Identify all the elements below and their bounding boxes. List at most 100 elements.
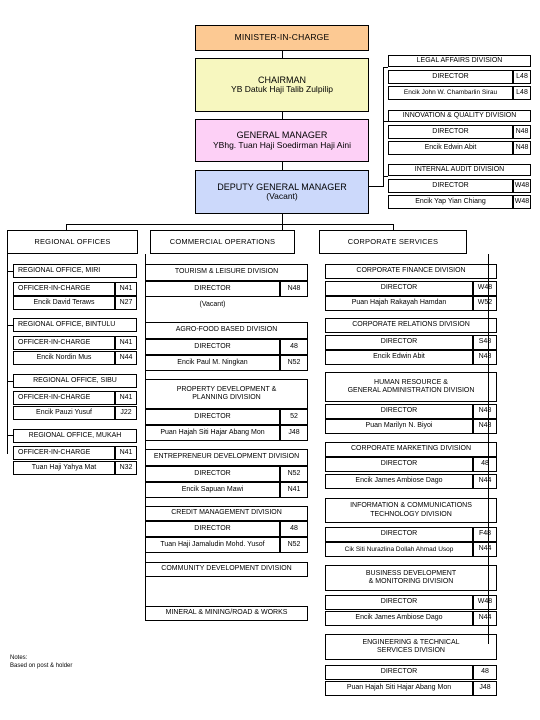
connector-line [383,176,388,177]
agro-director-grade2: N52 [280,355,308,371]
gm-name: YBhg. Tuan Haji Soedirman Haji Aini [213,139,351,150]
audit-name: Encik Yap Yian Chiang [388,195,513,209]
ict-director-role: DIRECTOR [325,527,473,542]
innovation-grade2: N48 [513,141,531,155]
hr-director-grade2: N48 [473,419,497,434]
credit-division-title: CREDIT MANAGEMENT DIVISION [145,506,308,521]
relations-division-title: CORPORATE RELATIONS DIVISION [325,318,497,333]
connector-line [66,224,393,225]
connector-line [383,67,384,187]
tourism-director-grade: N48 [280,281,308,297]
gm-box: GENERAL MANAGER YBhg. Tuan Haji Soedirma… [195,119,369,162]
regional-office-grade2: N27 [115,296,137,310]
regional-office-role: OFFICER-IN-CHARGE [13,282,115,296]
connector-line [7,271,13,272]
innovation-grade: N48 [513,125,531,139]
engineering-director-holder: Puan Hajah Siti Hajar Abang Mon [325,681,473,696]
finance-director-role: DIRECTOR [325,281,473,296]
connector-line [393,224,394,230]
connector-line [383,67,388,68]
relations-director-grade2: N48 [473,350,497,365]
chairman-box: CHAIRMAN YB Datuk Haji Talib Zulpilip [195,58,369,112]
relations-director-grade: S48 [473,335,497,350]
marketing-director-role: DIRECTOR [325,457,473,472]
tourism-director-holder: (Vacant) [199,300,226,308]
finance-division-title: CORPORATE FINANCE DIVISION [325,264,497,279]
regional-office-holder: Encik Nordin Mus [13,351,115,365]
entrepreneur-director-grade2: N41 [280,482,308,498]
legal-grade2: L48 [513,86,531,100]
ict-director-holder: Cik Siti Nurazlina Dollah Ahmad Usop [325,542,473,557]
property-division-title: PROPERTY DEVELOPMENT & PLANNING DIVISION [145,379,308,409]
legal-role: DIRECTOR [388,70,513,84]
connector-line [7,435,13,436]
finance-director-holder: Puan Hajah Rakayah Hamdan [325,296,473,311]
connector-line [7,325,13,326]
notes: Notes: Based on post & holder [10,654,72,671]
ict-director-grade2: N44 [473,542,497,557]
commercial-operations-header: COMMERCIAL OPERATIONS [150,230,295,254]
agro-director-holder: Encik Paul M. Ningkan [145,355,280,371]
engineering-director-grade2: J48 [473,681,497,696]
regional-office-grade2: J22 [115,406,137,420]
engineering-director-grade: 48 [473,665,497,680]
connector-line [488,254,489,644]
regional-office-grade2: N32 [115,461,137,475]
marketing-director-holder: Encik James Ambiose Dago [325,474,473,489]
minister-box: MINISTER-IN-CHARGE [195,25,369,51]
audit-grade2: W48 [513,195,531,209]
entrepreneur-director-role: DIRECTOR [145,466,280,482]
engineering-director-role: DIRECTOR [325,665,473,680]
innovation-title: INNOVATION & QUALITY DIVISION [388,110,531,122]
regional-office-role: OFFICER-IN-CHARGE [13,446,115,460]
notes-heading: Notes: [10,655,28,661]
regional-office-role: OFFICER-IN-CHARGE [13,336,115,350]
hr-director-grade: N48 [473,404,497,419]
corporate-services-header: CORPORATE SERVICES [319,230,467,254]
notes-text: Based on post & holder [10,663,73,670]
legal-grade: L48 [513,70,531,84]
regional-office-holder: Encik Pauzi Yusuf [13,406,115,420]
business-division-title: BUSINESS DEVELOPMENT & MONITORING DIVISI… [325,565,497,591]
property-director-role: DIRECTOR [145,409,280,425]
property-director-grade2: J48 [280,425,308,441]
finance-director-grade: W48 [473,281,497,296]
entrepreneur-division-title: ENTREPRENEUR DEVELOPMENT DIVISION [145,449,308,466]
credit-director-holder: Tuan Haji Jamaludin Mohd. Yusof [145,537,280,553]
regional-office-grade: N41 [115,282,137,296]
agro-director-grade: 48 [280,339,308,355]
regional-offices-header: REGIONAL OFFICES [7,230,138,254]
regional-office-role: OFFICER-IN-CHARGE [13,391,115,405]
agro-director-role: DIRECTOR [145,339,280,355]
property-director-holder: Puan Hajah Siti Hajar Abang Mon [145,425,280,441]
marketing-director-grade: 48 [473,457,497,472]
minister-label: MINISTER-IN-CHARGE [234,32,330,43]
tourism-division-title: TOURISM & LEISURE DIVISION [145,264,308,281]
entrepreneur-director-grade: N52 [280,466,308,482]
regional-office-title: REGIONAL OFFICE, BINTULU [13,318,137,332]
relations-director-role: DIRECTOR [325,335,473,350]
chairman-title: CHAIRMAN [257,74,306,85]
innovation-role: DIRECTOR [388,125,513,139]
dgm-title: DEPUTY GENERAL MANAGER [217,181,347,192]
community-division-title: COMMUNITY DEVELOPMENT DIVISION [145,562,308,577]
credit-director-grade2: N52 [280,537,308,553]
hr-director-role: DIRECTOR [325,404,473,419]
marketing-division-title: CORPORATE MARKETING DIVISION [325,442,497,457]
regional-office-title: REGIONAL OFFICE, MIRI [13,264,137,278]
tourism-director-role: DIRECTOR [145,281,280,297]
regional-office-grade: N41 [115,336,137,350]
engineering-division-title: ENGINEERING & TECHNICAL SERVICES DIVISIO… [325,634,497,660]
agro-division-title: AGRO-FOOD BASED DIVISION [145,322,308,339]
business-director-role: DIRECTOR [325,595,473,610]
regional-office-grade: N41 [115,391,137,405]
property-director-grade: 52 [280,409,308,425]
hr-director-holder: Puan Marilyn N. Biyoi [325,419,473,434]
connector-line [66,224,67,230]
credit-director-grade: 48 [280,521,308,537]
audit-role: DIRECTOR [388,179,513,193]
connector-line [7,254,8,454]
mineral-division-title: MINERAL & MINING/ROAD & WORKS [145,606,308,621]
relations-director-holder: Encik Edwin Abit [325,350,473,365]
regional-office-grade2: N44 [115,351,137,365]
